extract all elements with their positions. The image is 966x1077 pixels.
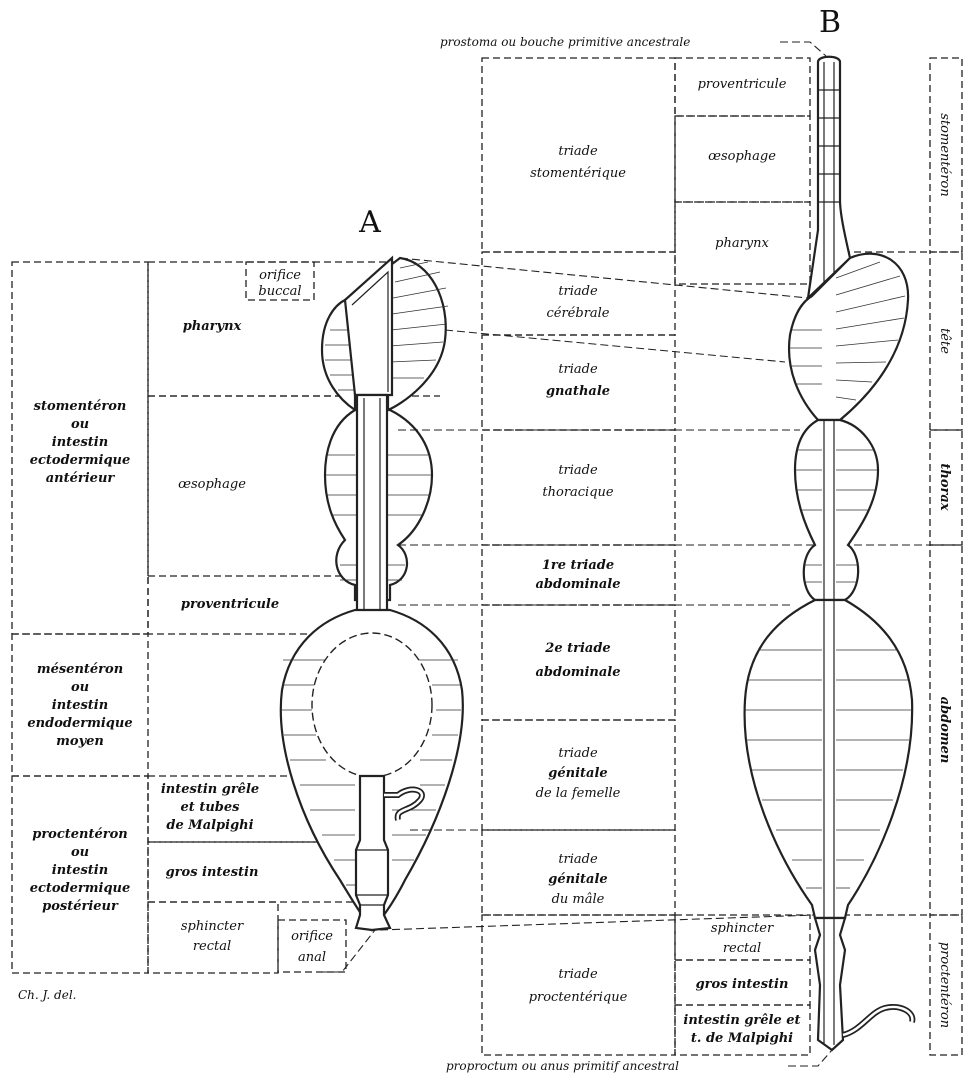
region-mesenteron-line: moyen	[56, 734, 104, 749]
b-region-stomenteron: stomentéron	[937, 113, 952, 196]
triade-stomenterique-line: triade	[558, 144, 598, 159]
b-region-abdomen: abdomen	[937, 697, 952, 764]
triade-proctenterique-line: triade	[558, 967, 598, 982]
triade-genitale-male-line: génitale	[548, 872, 607, 887]
triade-abdominale2-line: 2e triade	[544, 641, 610, 656]
region-proctenteron-line: ectodermique	[30, 881, 131, 896]
part-proventricule: proventricule	[181, 597, 279, 612]
triade-cerebrale-line: cérébrale	[546, 306, 609, 321]
triades-column: triade stomentérique triade cérébrale tr…	[482, 58, 675, 1055]
region-proctenteron-line: intestin	[52, 863, 108, 878]
triade-stomenterique-line: stomentérique	[530, 166, 626, 181]
part-intestin-grele-line: et tubes	[181, 800, 241, 815]
region-mesenteron-line: intestin	[52, 698, 108, 713]
figure-b-gut	[745, 57, 913, 1050]
orifice-anal-line: orifice	[291, 929, 333, 944]
region-stomenteron-line: intestin	[52, 435, 108, 450]
prostoma-label: prostoma ou bouche primitive ancestrale	[440, 35, 690, 49]
figure-b-labels: B prostoma ou bouche primitive ancestral…	[440, 5, 952, 1073]
region-stomenteron-line: antérieur	[46, 471, 116, 486]
triade-proctenterique-line: proctentérique	[529, 990, 628, 1005]
signature: Ch. J. del.	[18, 988, 76, 1002]
part-intestin-grele-line: de Malpighi	[166, 818, 253, 833]
triade-genitale-femelle-line: de la femelle	[536, 786, 621, 801]
triade-gnathale-line: triade	[558, 362, 598, 377]
orifice-anal-line: anal	[298, 950, 326, 965]
region-mesenteron-line: ou	[71, 680, 89, 695]
triade-thoracique-line: thoracique	[542, 485, 614, 500]
orifice-buccal-line: buccal	[258, 284, 301, 299]
region-stomenteron-line: stomentéron	[34, 399, 127, 414]
b-part-intestin-grele-line: intestin grêle et	[683, 1013, 800, 1028]
b-part-pharynx: pharynx	[715, 236, 769, 251]
part-oesophage: œsophage	[178, 477, 246, 492]
b-part-intestin-grele-line: t. de Malpighi	[691, 1031, 793, 1046]
triade-genitale-male-line: du mâle	[552, 892, 605, 907]
b-part-gros-intestin: gros intestin	[696, 977, 789, 992]
part-gros-intestin: gros intestin	[166, 865, 259, 880]
triade-genitale-male-line: triade	[558, 852, 598, 867]
region-stomenteron-line: ectodermique	[30, 453, 131, 468]
region-mesenteron-line: mésentéron	[37, 662, 123, 677]
b-part-proventricule: proventricule	[698, 77, 787, 92]
region-proctenteron-line: proctentéron	[32, 827, 128, 842]
region-mesenteron-line: endodermique	[27, 716, 132, 731]
triade-thoracique-line: triade	[558, 463, 598, 478]
triade-abdominale1-line: abdominale	[535, 577, 620, 592]
b-region-tete: tête	[937, 328, 952, 354]
figure-b-letter: B	[819, 5, 841, 40]
part-intestin-grele-line: intestin grêle	[161, 782, 259, 797]
region-proctenteron-line: postérieur	[42, 899, 119, 914]
b-part-sphincter-line: sphincter	[711, 921, 774, 936]
triade-gnathale-line: gnathale	[546, 384, 610, 399]
figure-a-letter: A	[358, 205, 381, 240]
triade-abdominale2-line: abdominale	[535, 665, 620, 680]
part-sphincter-line: rectal	[193, 939, 231, 954]
b-part-oesophage: œsophage	[708, 149, 776, 164]
region-proctenteron-line: ou	[71, 845, 89, 860]
triade-genitale-femelle-line: génitale	[548, 766, 607, 781]
b-region-proctenteron: proctentéron	[937, 942, 952, 1028]
figure-a-gut	[281, 258, 463, 930]
b-part-sphincter-line: rectal	[723, 941, 761, 956]
region-stomenteron-line: ou	[71, 417, 89, 432]
triade-cerebrale-line: triade	[558, 284, 598, 299]
orifice-buccal-line: orifice	[259, 268, 301, 283]
proproctum-label: proproctum ou anus primitif ancestral	[446, 1059, 679, 1073]
b-region-thorax: thorax	[937, 463, 952, 510]
triade-genitale-femelle-line: triade	[558, 746, 598, 761]
triade-abdominale1-line: 1re triade	[542, 558, 614, 573]
part-sphincter-line: sphincter	[181, 919, 244, 934]
part-pharynx: pharynx	[183, 319, 242, 334]
